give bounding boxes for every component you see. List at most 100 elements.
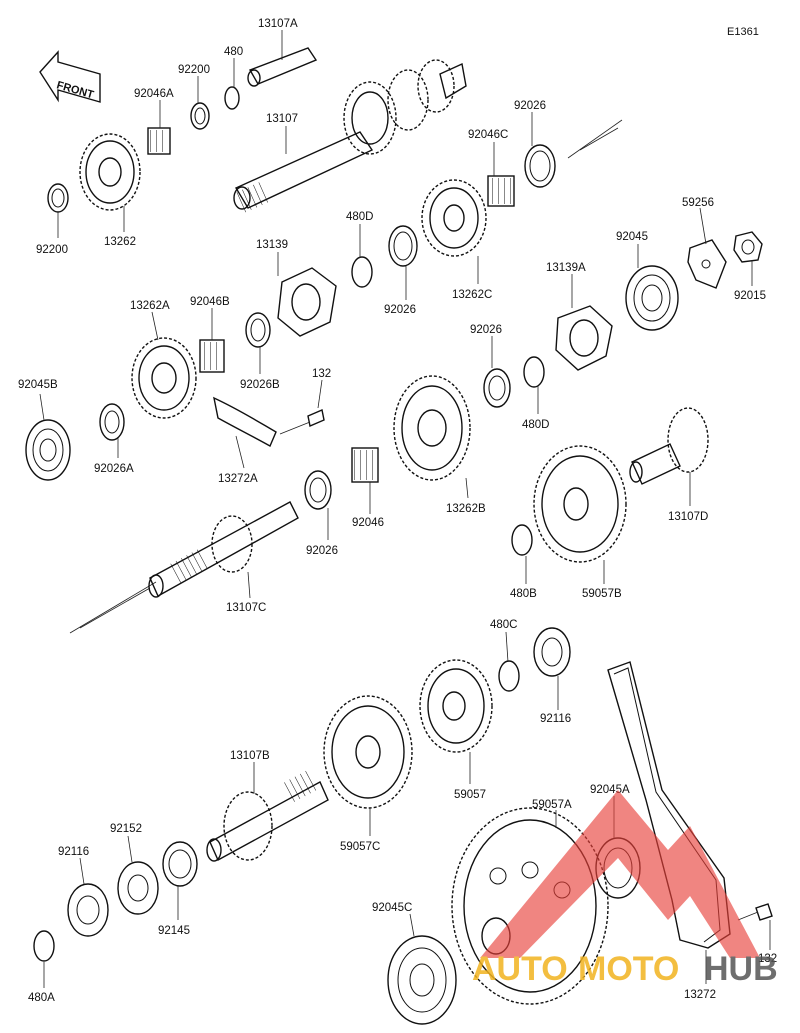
callout-labels: 13107A 480 92200 92046A 13107 92200 1326… — [18, 18, 777, 1004]
callout-92015: 92015 — [734, 290, 766, 302]
callout-92045c: 92045C — [372, 902, 412, 914]
callout-92046: 92046 — [352, 517, 384, 529]
leader-lines — [39, 30, 771, 988]
part-13139a-dog-ring[interactable] — [555, 305, 613, 371]
part-480d-circlip-right[interactable] — [523, 356, 545, 388]
callout-13262b: 13262B — [446, 503, 486, 515]
callout-92145: 92145 — [158, 925, 190, 937]
callout-59057c: 59057C — [340, 841, 380, 853]
part-92200-washer[interactable] — [190, 102, 210, 130]
part-13107c-shaft[interactable] — [148, 501, 299, 598]
callout-92026a: 92026A — [94, 463, 134, 475]
part-92152-collar[interactable] — [117, 861, 159, 915]
part-13107d-shaft[interactable] — [629, 407, 709, 485]
diagram-code: E1361 — [727, 26, 759, 38]
callout-92045a: 92045A — [590, 784, 630, 796]
part-59256-stopper[interactable] — [687, 239, 727, 289]
callout-13262: 13262 — [104, 236, 136, 248]
callout-13107a: 13107A — [258, 18, 298, 30]
part-92116-bearing-lower[interactable] — [67, 883, 109, 937]
callout-92026-mid: 92026 — [384, 304, 416, 316]
callout-92152: 92152 — [110, 823, 142, 835]
part-132-bolt-right[interactable] — [737, 903, 773, 921]
part-92045c-bearing[interactable] — [387, 935, 457, 1025]
callout-59057b: 59057B — [582, 588, 622, 600]
callout-480c: 480C — [490, 619, 518, 631]
watermark-text-hub: HUB — [704, 950, 778, 988]
callout-13262c: 13262C — [452, 289, 492, 301]
front-arrow-icon: FRONT — [39, 50, 101, 103]
part-92026-washer-top[interactable] — [524, 144, 556, 188]
front-label: FRONT — [55, 79, 95, 101]
part-480b-circlip[interactable] — [511, 524, 533, 556]
callout-92046a: 92046A — [134, 88, 174, 100]
part-92046a-needle-bearing[interactable] — [147, 127, 171, 155]
axis-line — [79, 587, 151, 629]
part-92116-bearing[interactable] — [533, 627, 571, 677]
callout-13272a: 13272A — [218, 473, 258, 485]
part-92045b-bearing[interactable] — [25, 419, 71, 481]
callout-92200-left: 92200 — [36, 244, 68, 256]
callout-13107d: 13107D — [668, 511, 708, 523]
part-480c-circlip[interactable] — [498, 660, 520, 692]
callout-13139a: 13139A — [546, 262, 586, 274]
part-480-circlip[interactable] — [224, 86, 240, 110]
part-92045-bearing[interactable] — [625, 265, 679, 331]
callout-92045: 92045 — [616, 231, 648, 243]
part-92046-needle-bearing[interactable] — [351, 447, 379, 483]
part-59057-gear[interactable] — [419, 659, 493, 753]
part-92200-washer-left[interactable] — [47, 183, 69, 213]
part-13262c-gear[interactable] — [421, 179, 487, 257]
part-132-bolt[interactable] — [279, 409, 325, 435]
part-59057b-gear[interactable] — [533, 445, 627, 563]
callout-92200: 92200 — [178, 64, 210, 76]
callout-480d: 480D — [346, 211, 374, 223]
part-92046b-needle-bearing[interactable] — [199, 339, 225, 373]
callout-13139: 13139 — [256, 239, 288, 251]
part-13107b-shaft[interactable] — [206, 770, 329, 862]
callout-59256: 59256 — [682, 197, 714, 209]
part-13262b-gear[interactable] — [393, 375, 471, 481]
part-480a-circlip[interactable] — [33, 930, 55, 962]
callout-92045b: 92045B — [18, 379, 58, 391]
part-59057c-gear[interactable] — [323, 695, 413, 809]
callout-132: 132 — [312, 368, 331, 380]
callout-13262a: 13262A — [130, 300, 170, 312]
part-92145-washer[interactable] — [162, 841, 198, 887]
axis-line — [567, 119, 623, 159]
callout-92026-lower: 92026 — [306, 545, 338, 557]
callout-480d-right: 480D — [522, 419, 550, 431]
part-92026-washer-right[interactable] — [483, 368, 511, 408]
callout-92046b: 92046B — [190, 296, 230, 308]
part-92015-nut[interactable] — [733, 231, 763, 263]
part-92026-washer-lower[interactable] — [304, 470, 332, 510]
callout-13107b: 13107B — [230, 750, 270, 762]
part-13139-dog-ring[interactable] — [277, 267, 337, 337]
watermark-logo: AUTO MOTO HUB — [472, 790, 778, 988]
callout-92046c: 92046C — [468, 129, 508, 141]
callout-92116-lower: 92116 — [58, 846, 89, 858]
callout-480: 480 — [224, 46, 243, 58]
part-13262a-gear[interactable] — [131, 337, 197, 419]
part-13262-gear[interactable] — [79, 133, 141, 211]
callout-59057a: 59057A — [532, 799, 572, 811]
part-13107-main-shaft[interactable] — [233, 59, 467, 214]
callout-92026-top: 92026 — [514, 100, 546, 112]
part-92026b-washer[interactable] — [245, 312, 271, 348]
watermark-text-moto: MOTO — [578, 950, 679, 988]
part-92026-washer-mid[interactable] — [388, 225, 418, 267]
part-480d-circlip[interactable] — [351, 256, 373, 288]
part-13272a-bracket[interactable] — [213, 396, 277, 447]
callout-92026-right: 92026 — [470, 324, 502, 336]
part-92026a-washer[interactable] — [99, 403, 125, 441]
callout-480b: 480B — [510, 588, 537, 600]
callout-13272: 13272 — [684, 989, 716, 1001]
part-13107a-shaft[interactable] — [247, 47, 318, 87]
callout-132-right: 132 — [758, 953, 777, 965]
callout-480a: 480A — [28, 992, 55, 1004]
watermark-text-auto: AUTO — [472, 950, 568, 988]
part-92046c-needle-bearing[interactable] — [487, 175, 515, 207]
axis-line — [69, 581, 157, 634]
